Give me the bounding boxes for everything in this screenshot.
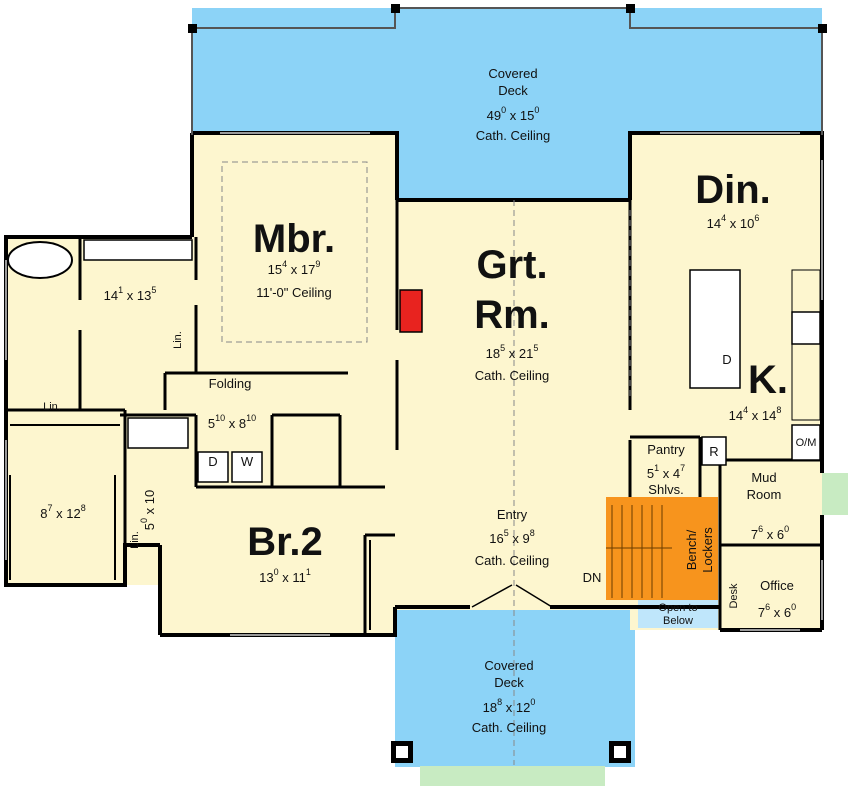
svg-text:Covered: Covered	[484, 658, 533, 673]
svg-text:76 x 60: 76 x 60	[758, 602, 796, 620]
vanity	[83, 239, 193, 261]
svg-text:Mbr.: Mbr.	[253, 217, 335, 261]
svg-text:144 x 106: 144 x 106	[707, 213, 760, 231]
grass-strip-right	[822, 473, 848, 515]
kitchen-label: K. 144 x 148 D R O/M	[709, 352, 816, 459]
svg-text:130 x 111: 130 x 111	[259, 567, 311, 585]
svg-text:Cath. Ceiling: Cath. Ceiling	[475, 553, 549, 568]
counter	[791, 269, 821, 421]
svg-text:Shlvs.: Shlvs.	[648, 482, 683, 497]
svg-text:Deck: Deck	[498, 83, 528, 98]
pantry-label: Pantry 51 x 47 Shlvs.	[647, 442, 685, 497]
master-bedroom-label: Mbr. 154 x 179 11'-0" Ceiling	[253, 217, 335, 300]
open-below-line1: Open to	[658, 602, 697, 614]
oven-box	[791, 424, 821, 461]
great-room-label: Grt. Rm. 185 x 215 Cath. Ceiling	[474, 243, 550, 383]
svg-text:Folding: Folding	[209, 376, 252, 391]
open-below-fill	[638, 600, 718, 628]
svg-text:Entry: Entry	[497, 507, 528, 522]
svg-text:144 x 148: 144 x 148	[729, 405, 782, 423]
svg-text:141 x 135: 141 x 135	[104, 285, 157, 303]
svg-text:165 x 98: 165 x 98	[489, 528, 534, 546]
fridge-box	[701, 436, 727, 466]
svg-text:50 x 10: 50 x 10	[139, 490, 157, 530]
svg-text:Office: Office	[760, 578, 794, 593]
office-label: Office 76 x 60 Desk	[728, 578, 796, 620]
fireplace	[399, 289, 423, 333]
svg-text:11'-0" Ceiling: 11'-0" Ceiling	[256, 285, 332, 300]
kitchen-island	[689, 269, 741, 389]
svg-text:Cath. Ceiling: Cath. Ceiling	[476, 128, 550, 143]
covered-deck-bottom-area	[395, 607, 635, 767]
master-bath-label: 141 x 135	[104, 285, 157, 303]
dishwasher-label: D	[722, 352, 731, 367]
svg-text:Cath. Ceiling: Cath. Ceiling	[475, 368, 549, 383]
svg-text:510 x 810: 510 x 810	[208, 413, 256, 431]
ridge-lines	[221, 161, 631, 765]
bathtub-2	[127, 417, 189, 449]
stair-treads	[606, 505, 672, 598]
mud-room-label: Mud Room 76 x 60	[747, 470, 789, 542]
closet-shelving	[9, 424, 371, 630]
entry-label: Entry 165 x 98 Cath. Ceiling	[475, 507, 549, 568]
covered-deck-top-area	[192, 8, 822, 135]
bench-lockers-label: Bench/ Lockers	[684, 527, 715, 573]
stairs-down-label: DN	[583, 570, 602, 585]
dryer-box	[197, 451, 229, 483]
grass-strip	[420, 766, 605, 786]
linen-master-label: Lin.	[172, 331, 184, 349]
svg-text:51 x 47: 51 x 47	[647, 463, 685, 481]
range	[791, 311, 821, 345]
refrigerator-label: R	[709, 444, 718, 459]
svg-text:185 x 215: 185 x 215	[486, 343, 539, 361]
svg-text:Cath. Ceiling: Cath. Ceiling	[472, 720, 546, 735]
bedroom2-label: Br.2 130 x 111	[247, 520, 323, 585]
svg-text:Pantry: Pantry	[647, 442, 685, 457]
bath2-label: 50 x 10	[139, 490, 157, 530]
svg-text:Din.: Din.	[695, 168, 771, 212]
closet-label: 87 x 128	[40, 503, 85, 521]
svg-text:Grt.: Grt.	[476, 243, 547, 287]
covered-deck-top-label: Covered Deck 490 x 150 Cath. Ceiling	[476, 66, 550, 143]
svg-text:Covered: Covered	[488, 66, 537, 81]
svg-text:87 x 128: 87 x 128	[40, 503, 85, 521]
linen-hall-label: Lin.	[43, 401, 61, 413]
dryer-label: D	[208, 454, 217, 469]
bathtub-oval	[7, 241, 73, 279]
window-marks	[5, 132, 823, 636]
linen-bath-label: Lin.	[129, 531, 141, 549]
covered-deck-top-area-lower	[395, 130, 635, 205]
covered-deck-bottom-label: Covered Deck 188 x 120 Cath. Ceiling	[472, 658, 546, 735]
svg-text:Mud: Mud	[751, 470, 776, 485]
svg-text:K.: K.	[748, 358, 788, 402]
svg-text:76 x 60: 76 x 60	[751, 524, 789, 542]
laundry-label: Folding 510 x 810 D W	[208, 376, 256, 469]
svg-text:Br.2: Br.2	[247, 520, 323, 564]
svg-text:Room: Room	[747, 487, 782, 502]
svg-text:Desk: Desk	[728, 583, 740, 609]
svg-text:Bench/: Bench/	[684, 529, 699, 570]
svg-text:154 x 179: 154 x 179	[268, 259, 321, 277]
svg-text:Rm.: Rm.	[474, 293, 550, 337]
svg-text:188 x 120: 188 x 120	[483, 697, 536, 715]
svg-text:Lockers: Lockers	[700, 527, 715, 573]
svg-text:Deck: Deck	[494, 675, 524, 690]
washer-box	[231, 451, 263, 483]
oven-label: O/M	[796, 437, 817, 449]
washer-label: W	[241, 454, 254, 469]
entry-door	[471, 584, 553, 608]
svg-text:490 x 150: 490 x 150	[487, 105, 540, 123]
dining-label: Din. 144 x 106	[695, 168, 771, 231]
open-below-line2: Below	[663, 615, 693, 627]
